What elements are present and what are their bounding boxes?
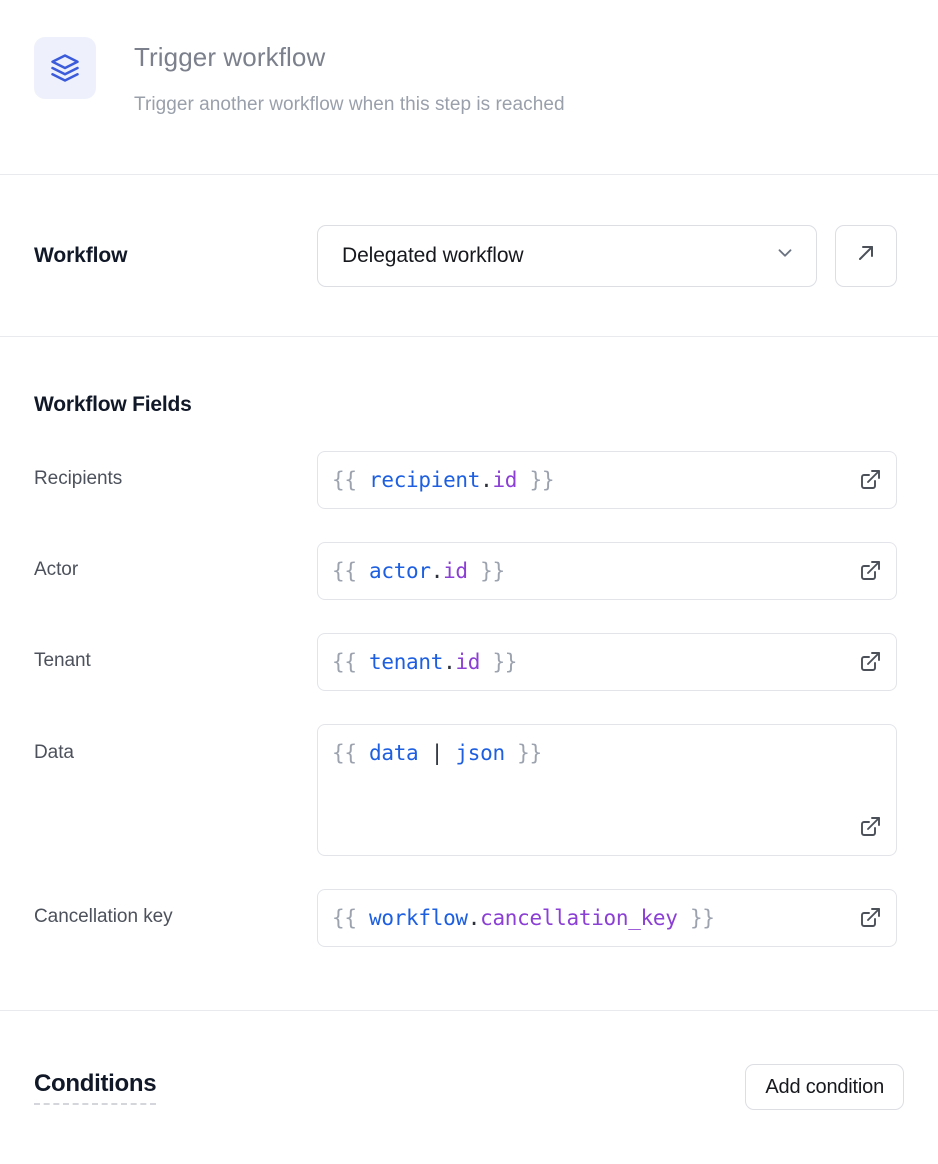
- token-dot: .: [467, 906, 481, 930]
- field-input-recipients[interactable]: {{ recipient.id }}: [317, 451, 897, 509]
- field-label: Data: [34, 742, 74, 763]
- token-var: workflow: [369, 906, 468, 930]
- external-link-icon[interactable]: [858, 815, 882, 839]
- token-prop: cancellation_key: [480, 906, 678, 930]
- token-dot: .: [480, 468, 493, 492]
- token-prop: id: [492, 468, 518, 492]
- workflow-select[interactable]: Delegated workflow: [317, 224, 817, 287]
- field-input-data[interactable]: {{ data | json }}: [317, 724, 897, 856]
- header-text-group: Trigger workflow Trigger another workflo…: [134, 34, 565, 118]
- workflow-fields-section: Workflow Fields Recipients{{ recipient.i…: [0, 337, 938, 1011]
- token-var: tenant: [369, 650, 444, 674]
- field-row: Recipients {{ recipient.id }}: [34, 451, 904, 509]
- field-label: Tenant: [34, 650, 91, 671]
- workflow-fields-list: Recipients{{ recipient.id }}Actor{{ acto…: [34, 451, 904, 947]
- layers-stack-icon: [34, 37, 96, 99]
- token-brace: }}: [677, 906, 715, 930]
- panel-header: Trigger workflow Trigger another workflo…: [0, 0, 938, 175]
- token-brace: {{: [332, 650, 370, 674]
- field-input-tenant[interactable]: {{ tenant.id }}: [317, 633, 897, 691]
- token-brace: }}: [480, 650, 518, 674]
- workflow-select-section: Workflow Delegated workflow: [0, 175, 938, 337]
- field-value: {{ data | json }}: [332, 738, 842, 768]
- workflow-label: Workflow: [34, 243, 128, 267]
- token-var: recipient: [369, 468, 481, 492]
- workflow-fields-title: Workflow Fields: [34, 393, 192, 416]
- external-link-icon[interactable]: [858, 559, 882, 583]
- field-row: Tenant {{ tenant.id }}: [34, 633, 904, 691]
- field-label: Cancellation key: [34, 906, 173, 927]
- field-label: Recipients: [34, 468, 123, 489]
- field-input-cancellation-key[interactable]: {{ workflow.cancellation_key }}: [317, 889, 897, 947]
- token-prop: id: [443, 559, 468, 583]
- field-label: Actor: [34, 559, 79, 580]
- field-value: {{ actor.id }}: [332, 556, 842, 586]
- token-dot: .: [443, 650, 456, 674]
- external-link-icon[interactable]: [858, 650, 882, 674]
- arrow-up-right-icon: [854, 241, 878, 270]
- open-workflow-button[interactable]: [835, 224, 897, 287]
- external-link-icon[interactable]: [858, 468, 882, 492]
- workflow-select-value: Delegated workflow: [342, 243, 524, 267]
- field-row: Data {{ data | json }}: [34, 724, 904, 856]
- token-brace: {{: [332, 468, 370, 492]
- field-value: {{ workflow.cancellation_key }}: [332, 903, 842, 933]
- add-condition-button[interactable]: Add condition: [745, 1064, 904, 1110]
- conditions-title: Conditions: [34, 1070, 157, 1105]
- field-row: Actor {{ actor.id }}: [34, 542, 904, 600]
- chevron-down-icon[interactable]: [774, 242, 796, 269]
- token-pipe: |: [418, 741, 456, 765]
- field-input-actor[interactable]: {{ actor.id }}: [317, 542, 897, 600]
- page-title: Trigger workflow: [134, 42, 326, 72]
- field-value: {{ tenant.id }}: [332, 647, 842, 677]
- token-var: data: [369, 741, 419, 765]
- conditions-section: Conditions Add condition: [0, 1011, 938, 1163]
- token-prop: id: [455, 650, 481, 674]
- token-brace: }}: [467, 559, 505, 583]
- external-link-icon[interactable]: [858, 906, 882, 930]
- page-description: Trigger another workflow when this step …: [134, 94, 565, 115]
- token-brace: }}: [504, 741, 542, 765]
- token-brace: {{: [332, 741, 370, 765]
- token-brace: {{: [332, 559, 370, 583]
- token-brace: }}: [517, 468, 555, 492]
- token-brace: {{: [332, 906, 370, 930]
- field-value: {{ recipient.id }}: [332, 465, 842, 495]
- token-dot: .: [430, 559, 444, 583]
- field-row: Cancellation key {{ workflow.cancellation…: [34, 889, 904, 947]
- token-filter: json: [455, 741, 505, 765]
- token-var: actor: [369, 559, 431, 583]
